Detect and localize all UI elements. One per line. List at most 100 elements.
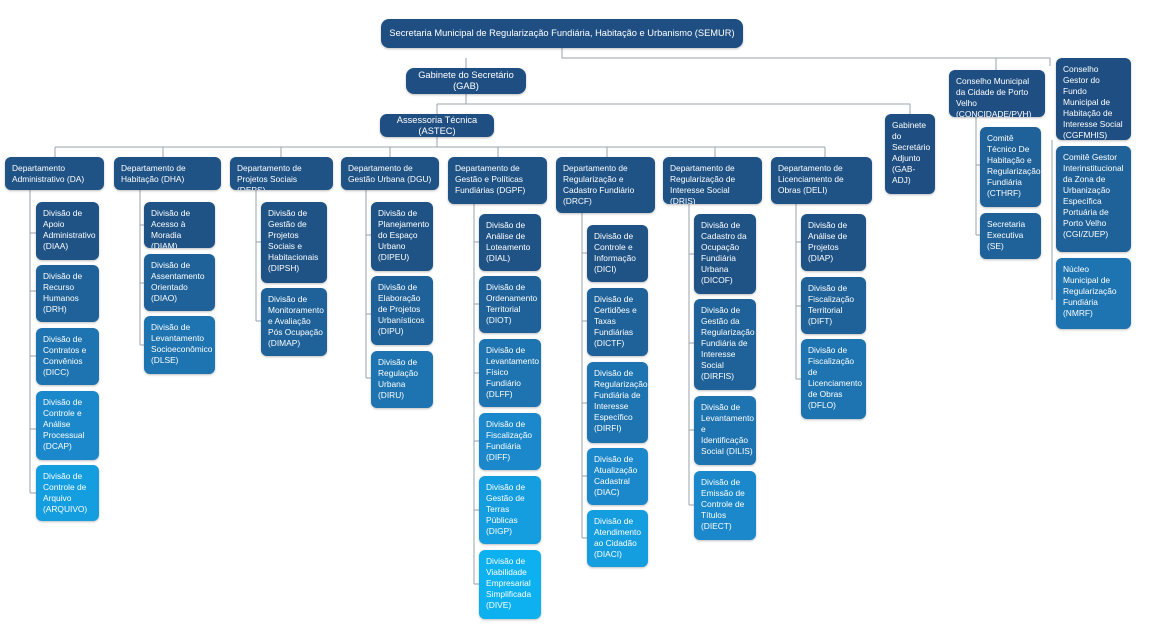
dept-deli[interactable]: Departamento de Licenciamento de Obras (… <box>771 157 872 204</box>
dept-deps-label: Departamento de Projetos Sociais (DEPS) <box>237 163 302 190</box>
division-diaci[interactable]: Divisão de Atendimento ao Cidadão (DIACI… <box>587 510 648 567</box>
division-label: Divisão de Atendimento ao Cidadão (DIACI… <box>594 516 642 559</box>
division-dlff[interactable]: Divisão de Levantamento Físico Fundiário… <box>479 339 541 407</box>
division-diot[interactable]: Divisão de Ordenamento Territorial (DIOT… <box>479 276 541 333</box>
division-dial[interactable]: Divisão de Análise de Loteamento (DIAL) <box>479 214 541 271</box>
division-label: Divisão de Apoio Administrativo (DIAA) <box>43 208 96 251</box>
node-cthrf[interactable]: Comitê Técnico De Habitação e Regulariza… <box>980 127 1041 207</box>
division-dift[interactable]: Divisão de Fiscalização Territorial (DIF… <box>801 277 866 334</box>
division-diap[interactable]: Divisão de Análise de Projetos (DIAP) <box>801 214 866 271</box>
dept-dgpf-label: Departamento de Gestão e Políticas Fundi… <box>455 163 526 195</box>
division-label: Divisão de Fiscalização de Licenciamento… <box>808 345 863 410</box>
division-label: Divisão de Assentamento Orientado (DIAO) <box>151 260 205 303</box>
division-label: Divisão de Atualização Cadastral (DIAC) <box>594 454 638 497</box>
node-cthrf-label: Comitê Técnico De Habitação e Regulariza… <box>987 133 1041 198</box>
node-gab-label: Gabinete do Secretário (GAB) <box>418 70 514 91</box>
division-dicof[interactable]: Divisão de Cadastro da Ocupação Fundiári… <box>694 214 756 294</box>
division-diam[interactable]: Divisão de Acesso à Moradia (DIAM) <box>144 202 215 248</box>
dept-drcf-label: Departamento de Regularização e Cadastro… <box>563 163 635 206</box>
node-gab-adj-label: Gabinete do Secretário Adjunto (GAB-ADJ) <box>892 120 931 185</box>
division-label: Divisão de Planejamento do Espaço Urbano… <box>378 208 430 262</box>
node-astec[interactable]: Assessoria Técnica (ASTEC) <box>380 114 494 137</box>
division-label: Divisão de Fiscalização Territorial (DIF… <box>808 283 855 326</box>
node-cgi-label: Comitê Gestor Interinstitucional da Zona… <box>1063 152 1124 239</box>
division-label: Divisão de Regularização Fundiária de In… <box>594 368 648 433</box>
dept-dris-label: Departamento de Regularização de Interes… <box>670 163 736 204</box>
dept-deli-label: Departamento de Licenciamento de Obras (… <box>778 163 844 195</box>
division-label: Divisão de Fiscalização Fundiária (DIFF) <box>486 419 533 462</box>
dept-drcf[interactable]: Departamento de Regularização e Cadastro… <box>556 157 655 213</box>
node-concidade[interactable]: Conselho Municipal da Cidade de Porto Ve… <box>949 70 1045 117</box>
division-label: Divisão de Levantamento Físico Fundiário… <box>486 345 540 399</box>
division-drh[interactable]: Divisão de Recurso Humanos (DRH) <box>36 265 99 322</box>
dept-da-label: Departamento Administrativo (DA) <box>12 163 85 184</box>
division-dflo[interactable]: Divisão de Fiscalização de Licenciamento… <box>801 339 866 419</box>
division-label: Divisão de Gestão de Terras Públicas (DI… <box>486 482 526 536</box>
dept-deps[interactable]: Departamento de Projetos Sociais (DEPS) <box>230 157 333 190</box>
division-label: Divisão de Controle e Análise Processual… <box>43 397 85 451</box>
division-label: Divisão de Viabilidade Empresarial Simpl… <box>486 556 532 610</box>
division-diect[interactable]: Divisão de Emissão de Controle de Título… <box>694 471 756 540</box>
division-label: Divisão de Controle de Arquivo (ARQUIVO) <box>43 471 88 514</box>
node-semur-label: Secretaria Municipal de Regularização Fu… <box>389 28 735 38</box>
division-label: Divisão de Certidões e Taxas Fundiárias … <box>594 294 637 348</box>
division-diao[interactable]: Divisão de Assentamento Orientado (DIAO) <box>144 254 215 311</box>
division-dipu[interactable]: Divisão de Elaboração de Projetos Urbaní… <box>371 276 433 345</box>
division-label: Divisão de Monitoramento e Avaliação Pós… <box>268 294 324 348</box>
dept-dgu-label: Departamento de Gestão Urbana (DGU) <box>348 163 432 184</box>
dept-dgpf[interactable]: Departamento de Gestão e Políticas Fundi… <box>448 157 547 204</box>
node-cgfmhis-label: Conselho Gestor do Fundo Municipal de Ha… <box>1063 64 1123 140</box>
node-gab[interactable]: Gabinete do Secretário (GAB) <box>406 68 526 94</box>
node-semur[interactable]: Secretaria Municipal de Regularização Fu… <box>381 19 743 48</box>
division-dirfi[interactable]: Divisão de Regularização Fundiária de In… <box>587 362 648 443</box>
division-label: Divisão de Recurso Humanos (DRH) <box>43 271 83 314</box>
division-dcap[interactable]: Divisão de Controle e Análise Processual… <box>36 391 99 460</box>
division-dilis[interactable]: Divisão de Levantamento e Identificação … <box>694 396 756 465</box>
dept-dha[interactable]: Departamento de Habitação (DHA) <box>114 157 221 190</box>
dept-dha-label: Departamento de Habitação (DHA) <box>121 163 186 184</box>
division-dipeu[interactable]: Divisão de Planejamento do Espaço Urbano… <box>371 202 433 271</box>
division-label: Divisão de Contratos e Convênios (DICC) <box>43 334 87 377</box>
node-se[interactable]: Secretaria Executiva (SE) <box>980 213 1041 259</box>
division-dimap[interactable]: Divisão de Monitoramento e Avaliação Pós… <box>261 288 327 356</box>
division-label: Divisão de Levantamento Socioeconômico (… <box>151 322 213 365</box>
node-se-label: Secretaria Executiva (SE) <box>987 219 1026 251</box>
node-nmrf-label: Núcleo Municipal de Regularização Fundiá… <box>1063 264 1117 318</box>
division-dirfis[interactable]: Divisão de Gestão da Regularização Fundi… <box>694 299 756 390</box>
node-cgi[interactable]: Comitê Gestor Interinstitucional da Zona… <box>1056 146 1131 252</box>
division-label: Divisão de Gestão de Projetos Sociais e … <box>268 208 319 273</box>
dept-dgu[interactable]: Departamento de Gestão Urbana (DGU) <box>341 157 439 190</box>
division-label: Divisão de Análise de Loteamento (DIAL) <box>486 220 531 263</box>
division-label: Divisão de Elaboração de Projetos Urbaní… <box>378 282 425 336</box>
division-label: Divisão de Ordenamento Territorial (DIOT… <box>486 282 538 325</box>
division-label: Divisão de Análise de Projetos (DIAP) <box>808 220 848 263</box>
division-dici[interactable]: Divisão de Controle e Informação (DICI) <box>587 225 648 282</box>
node-astec-label: Assessoria Técnica (ASTEC) <box>396 114 478 136</box>
division-diff[interactable]: Divisão de Fiscalização Fundiária (DIFF) <box>479 413 541 470</box>
dept-da[interactable]: Departamento Administrativo (DA) <box>5 157 104 190</box>
division-dipsh[interactable]: Divisão de Gestão de Projetos Sociais e … <box>261 202 327 283</box>
division-arquivo[interactable]: Divisão de Controle de Arquivo (ARQUIVO) <box>36 465 99 521</box>
division-diac[interactable]: Divisão de Atualização Cadastral (DIAC) <box>587 448 648 505</box>
division-dictf[interactable]: Divisão de Certidões e Taxas Fundiárias … <box>587 288 648 356</box>
division-dicc[interactable]: Divisão de Contratos e Convênios (DICC) <box>36 328 99 385</box>
division-label: Divisão de Gestão da Regularização Fundi… <box>701 305 755 381</box>
node-gab-adj[interactable]: Gabinete do Secretário Adjunto (GAB-ADJ) <box>885 114 935 194</box>
division-digp[interactable]: Divisão de Gestão de Terras Públicas (DI… <box>479 476 541 544</box>
division-label: Divisão de Emissão de Controle de Título… <box>701 477 745 531</box>
division-diaa[interactable]: Divisão de Apoio Administrativo (DIAA) <box>36 202 99 260</box>
division-label: Divisão de Regulação Urbana (DIRU) <box>378 357 419 400</box>
division-label: Divisão de Cadastro da Ocupação Fundiári… <box>701 220 747 285</box>
node-nmrf[interactable]: Núcleo Municipal de Regularização Fundiá… <box>1056 258 1131 329</box>
division-diru[interactable]: Divisão de Regulação Urbana (DIRU) <box>371 351 433 408</box>
node-cgfmhis[interactable]: Conselho Gestor do Fundo Municipal de Ha… <box>1056 58 1131 140</box>
division-label: Divisão de Levantamento e Identificação … <box>701 402 755 456</box>
division-label: Divisão de Acesso à Moradia (DIAM) <box>151 208 191 248</box>
division-dive[interactable]: Divisão de Viabilidade Empresarial Simpl… <box>479 550 541 619</box>
node-concidade-label: Conselho Municipal da Cidade de Porto Ve… <box>956 76 1032 117</box>
dept-dris[interactable]: Departamento de Regularização de Interes… <box>663 157 762 204</box>
division-label: Divisão de Controle e Informação (DICI) <box>594 231 636 274</box>
division-dlse[interactable]: Divisão de Levantamento Socioeconômico (… <box>144 316 215 374</box>
